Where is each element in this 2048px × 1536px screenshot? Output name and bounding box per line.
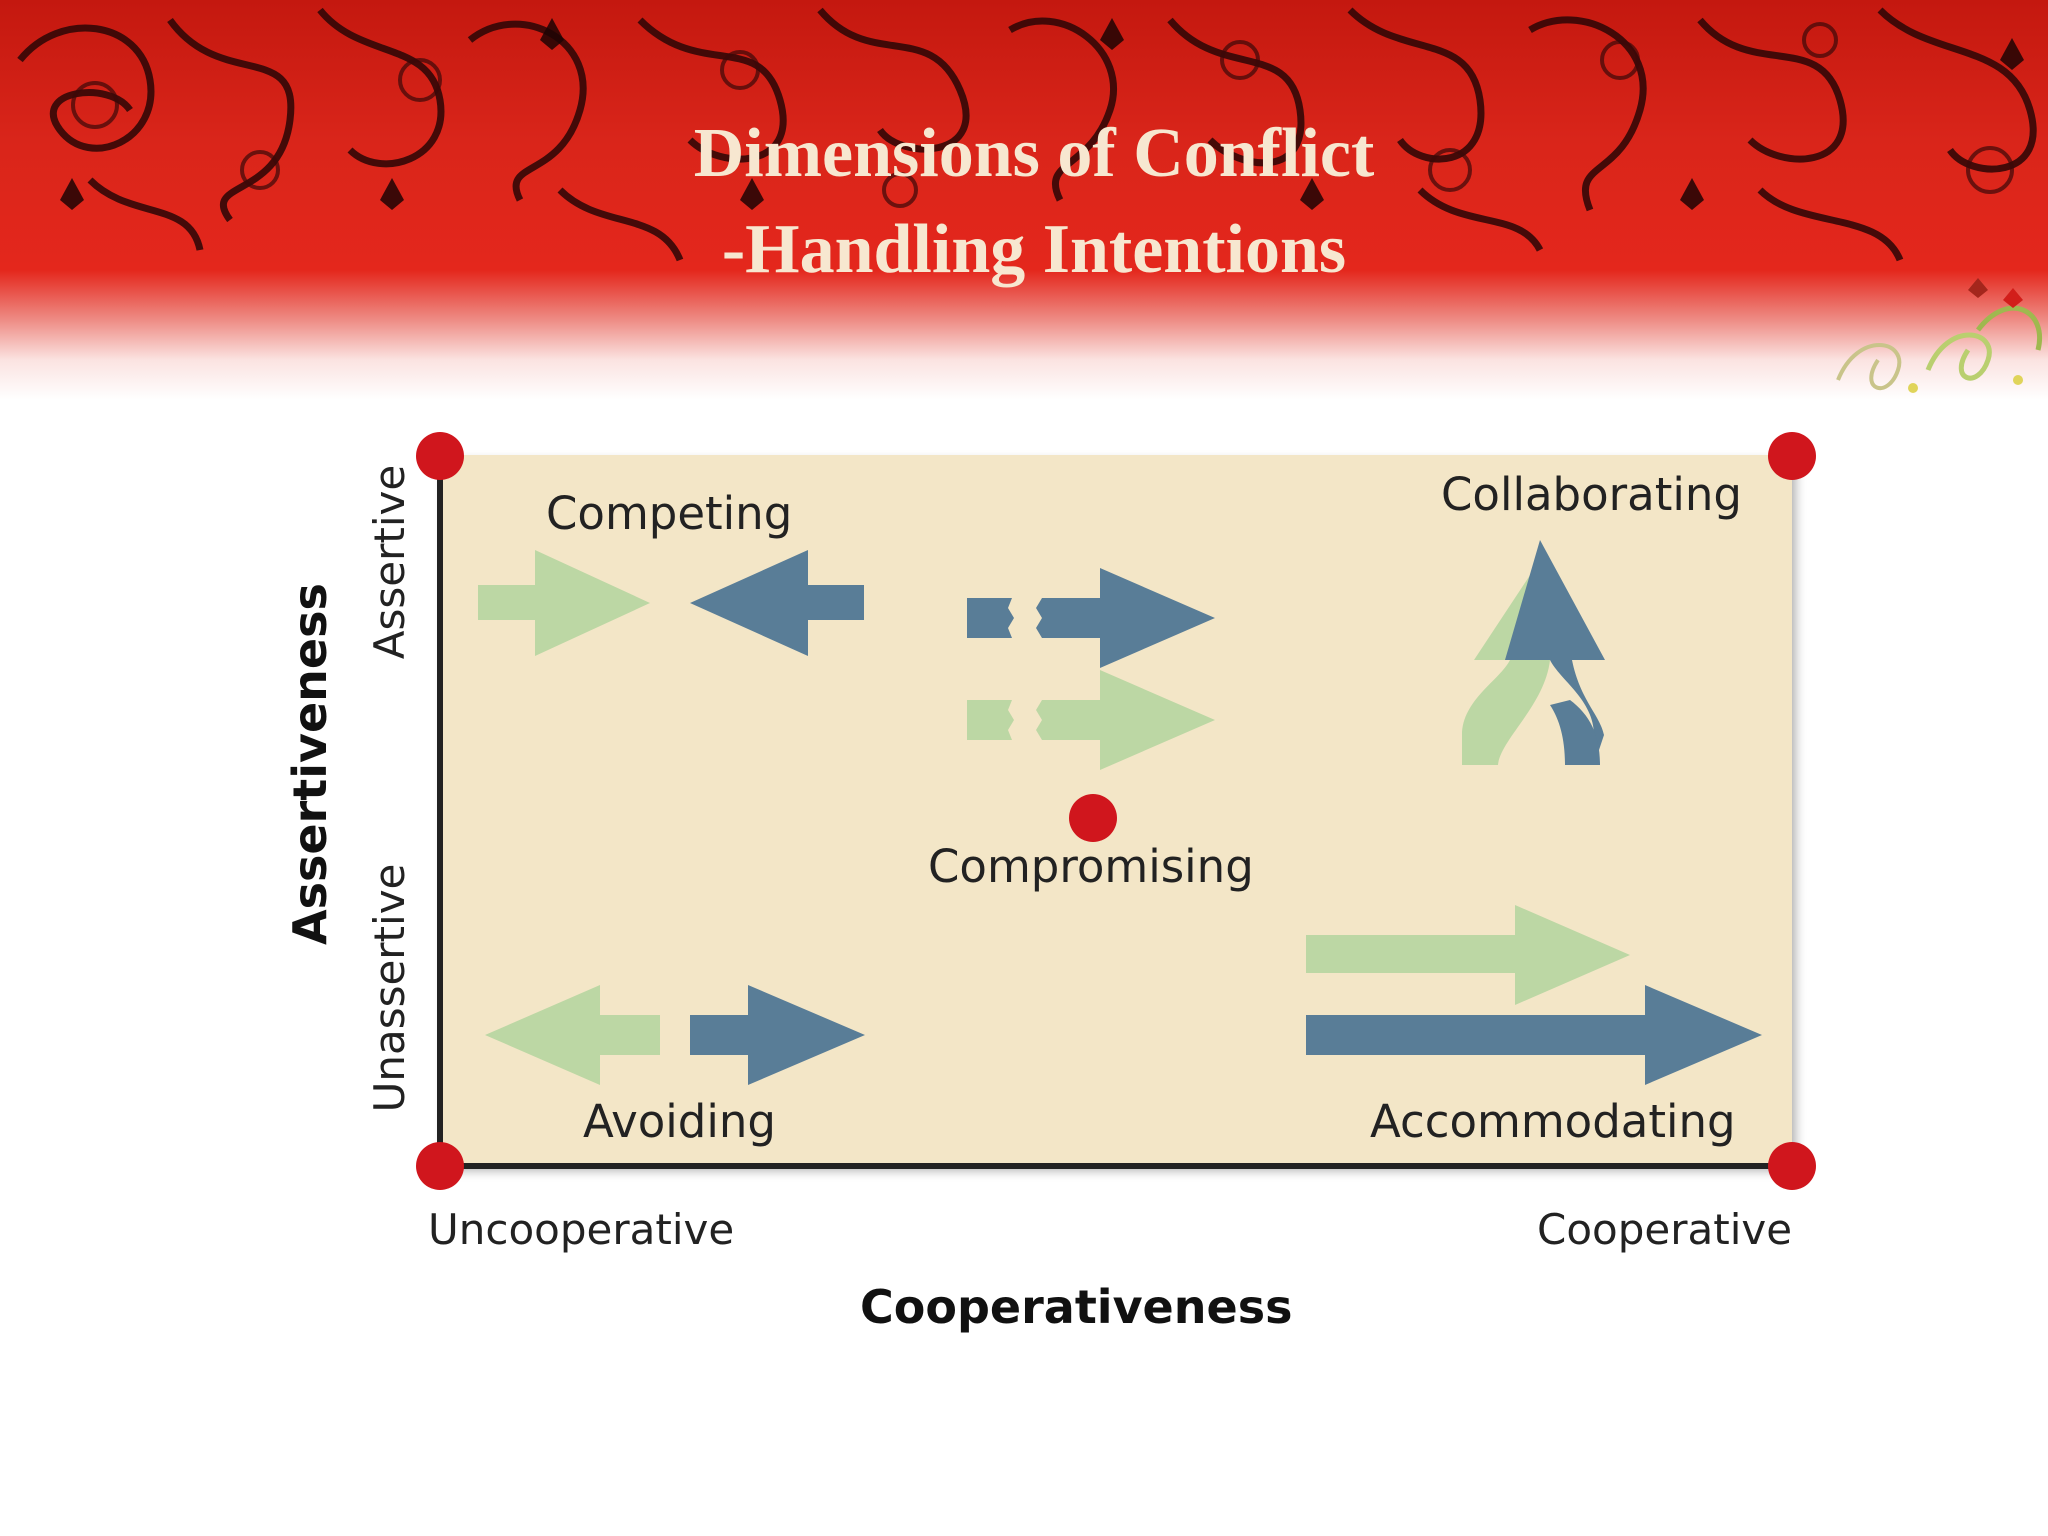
- accommodating-blue-arrow: [1306, 985, 1762, 1085]
- compromising-blue-arrow: [967, 598, 1014, 638]
- dot-top-right: [1768, 432, 1816, 480]
- dot-bottom-left: [416, 1142, 464, 1190]
- dot-top-left: [416, 432, 464, 480]
- slide-title-line1: Dimensions of Conflict: [693, 115, 1375, 192]
- label-compromising: Compromising: [928, 840, 1254, 893]
- x-axis-title: Cooperativeness: [860, 1280, 1293, 1334]
- label-collaborating: Collaborating: [1441, 468, 1742, 521]
- collaborating-blue-arrow-tail: [1550, 700, 1600, 765]
- avoiding-blue-arrow: [690, 985, 865, 1085]
- label-avoiding: Avoiding: [583, 1095, 776, 1148]
- avoiding-green-arrow: [485, 985, 660, 1085]
- compromising-green-arrow: [967, 700, 1014, 740]
- y-axis-high-label: Assertive: [365, 464, 414, 660]
- competing-blue-arrow: [690, 550, 864, 656]
- x-axis-high-label: Cooperative: [1537, 1205, 1793, 1254]
- dot-bottom-right: [1768, 1142, 1816, 1190]
- competing-green-arrow: [478, 550, 650, 656]
- label-competing: Competing: [546, 487, 793, 540]
- corner-flourish-graphic: [1836, 278, 2042, 393]
- diagram-panel: [440, 455, 1792, 1165]
- label-accommodating: Accommodating: [1370, 1095, 1736, 1148]
- y-axis-low-label: Unassertive: [365, 863, 414, 1113]
- slide-title: Dimensions of Conflict -Handling Intenti…: [0, 106, 2048, 298]
- floral-ornament-graphic: [17, 7, 2037, 262]
- x-axis-low-label: Uncooperative: [428, 1205, 735, 1254]
- y-axis-title: Assertiveness: [283, 583, 337, 945]
- title-banner: Dimensions of Conflict -Handling Intenti…: [0, 0, 2048, 400]
- accommodating-green-arrow: [1306, 905, 1630, 1005]
- compromising-blue-arrow-head: [1036, 568, 1215, 668]
- collaborating-blue-arrow: [1505, 540, 1605, 765]
- slide-title-line2: -Handling Intentions: [721, 211, 1347, 288]
- dot-center: [1069, 794, 1117, 842]
- compromising-green-arrow-head: [1036, 670, 1215, 770]
